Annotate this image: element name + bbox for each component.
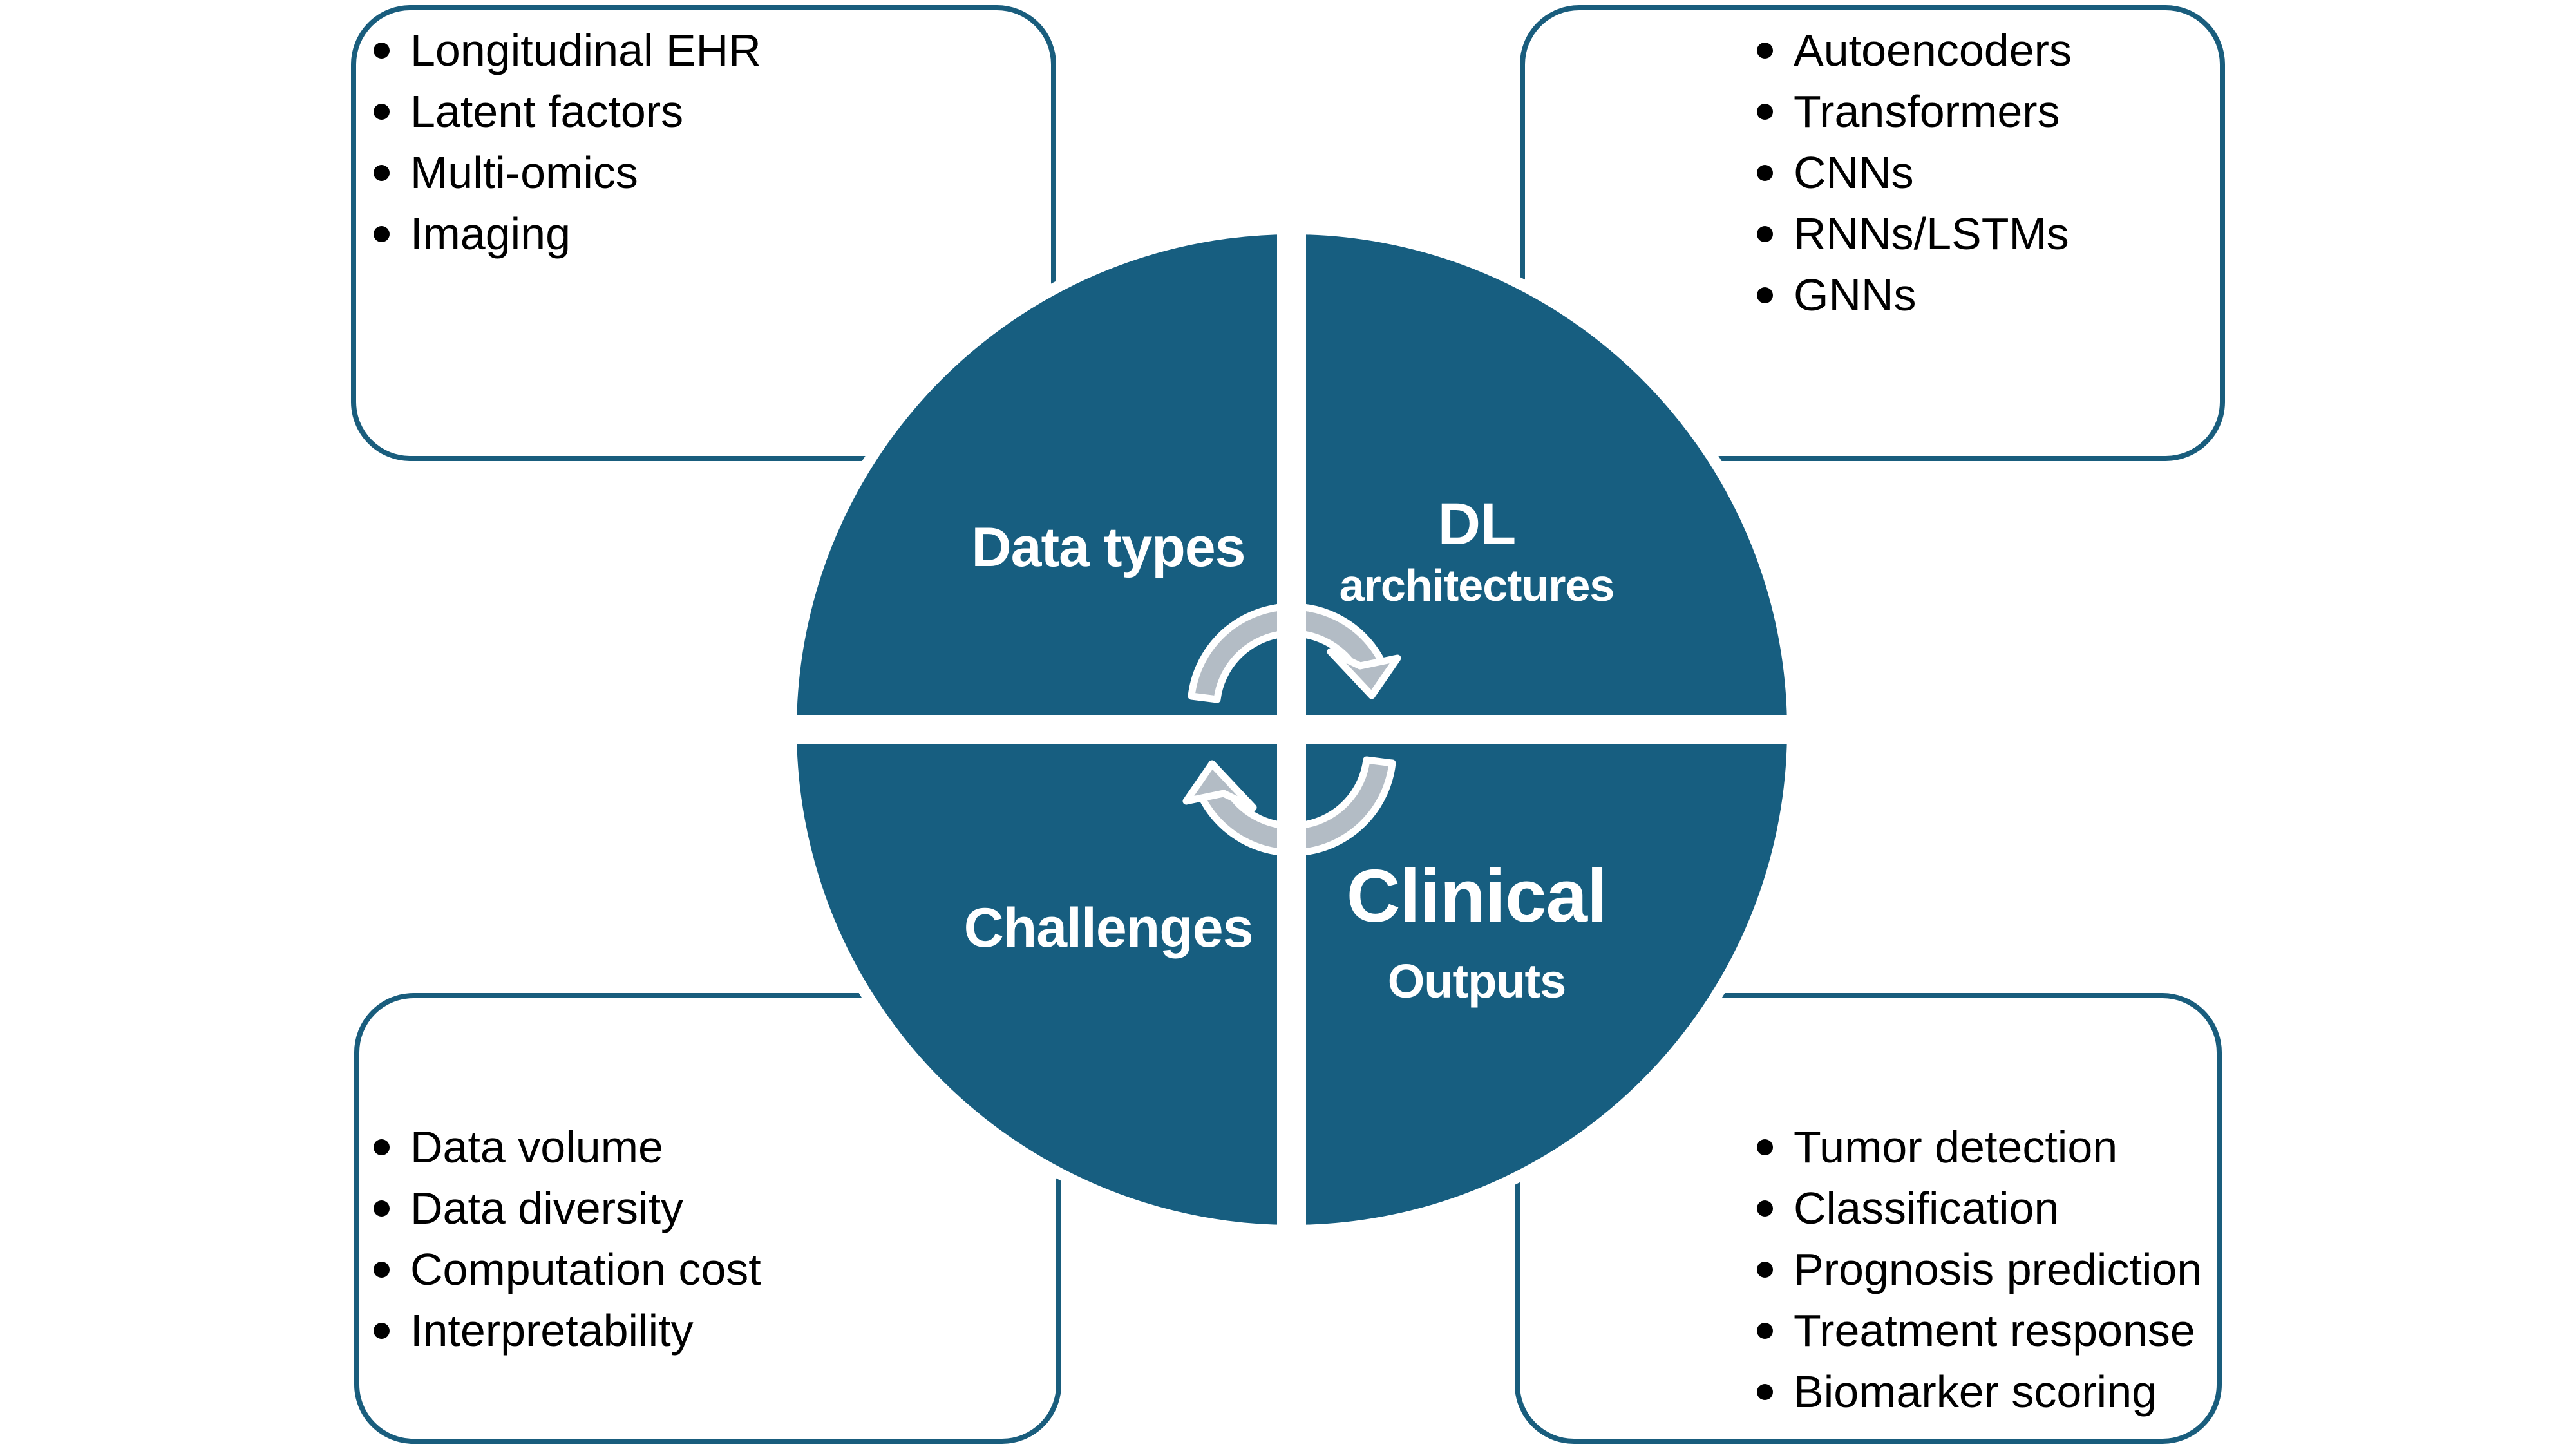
list-item: Transformers [1757,81,2072,142]
list-item: RNNs/LSTMs [1757,204,2072,265]
list-item: Autoencoders [1757,20,2072,81]
quadrant-label-dl-architectures: DL architectures [1283,493,1670,615]
list-item: Tumor detection [1757,1117,2202,1178]
list-item: Multi-omics [374,142,761,204]
list-item: Treatment response [1757,1300,2202,1361]
quadrant-label-text: Challenges [963,897,1254,959]
horizontal-divider [776,715,1806,744]
list-item: Latent factors [374,81,761,142]
quadrant-label-line2: Outputs [1387,954,1567,1008]
quadrant-label-line2: architectures [1339,560,1615,611]
quadrant-label-line1: Clinical [1346,854,1608,938]
list-item: GNNs [1757,265,2072,326]
list-item: CNNs [1757,142,2072,204]
list-item: Data diversity [374,1178,761,1239]
list-item: Computation cost [374,1239,761,1300]
quadrant-label-clinical-outputs: Clinical Outputs [1283,855,1670,1011]
list-item: Interpretability [374,1300,761,1361]
cycle-arrow-top-icon [1188,603,1401,703]
list-item: Classification [1757,1178,2202,1239]
cycle-arrow-bottom-icon [1182,756,1396,857]
list-item: Imaging [374,204,761,265]
quadrant-label-data-types: Data types [915,511,1302,583]
list-item: Longitudinal EHR [374,20,761,81]
quadrant-label-line1: DL [1437,491,1517,557]
list-item: Data volume [374,1117,761,1178]
quadrant-label-challenges: Challenges [915,892,1302,964]
list-item: Prognosis prediction [1757,1239,2202,1300]
list-item: Biomarker scoring [1757,1361,2202,1423]
quadrant-label-text: Data types [971,516,1246,578]
